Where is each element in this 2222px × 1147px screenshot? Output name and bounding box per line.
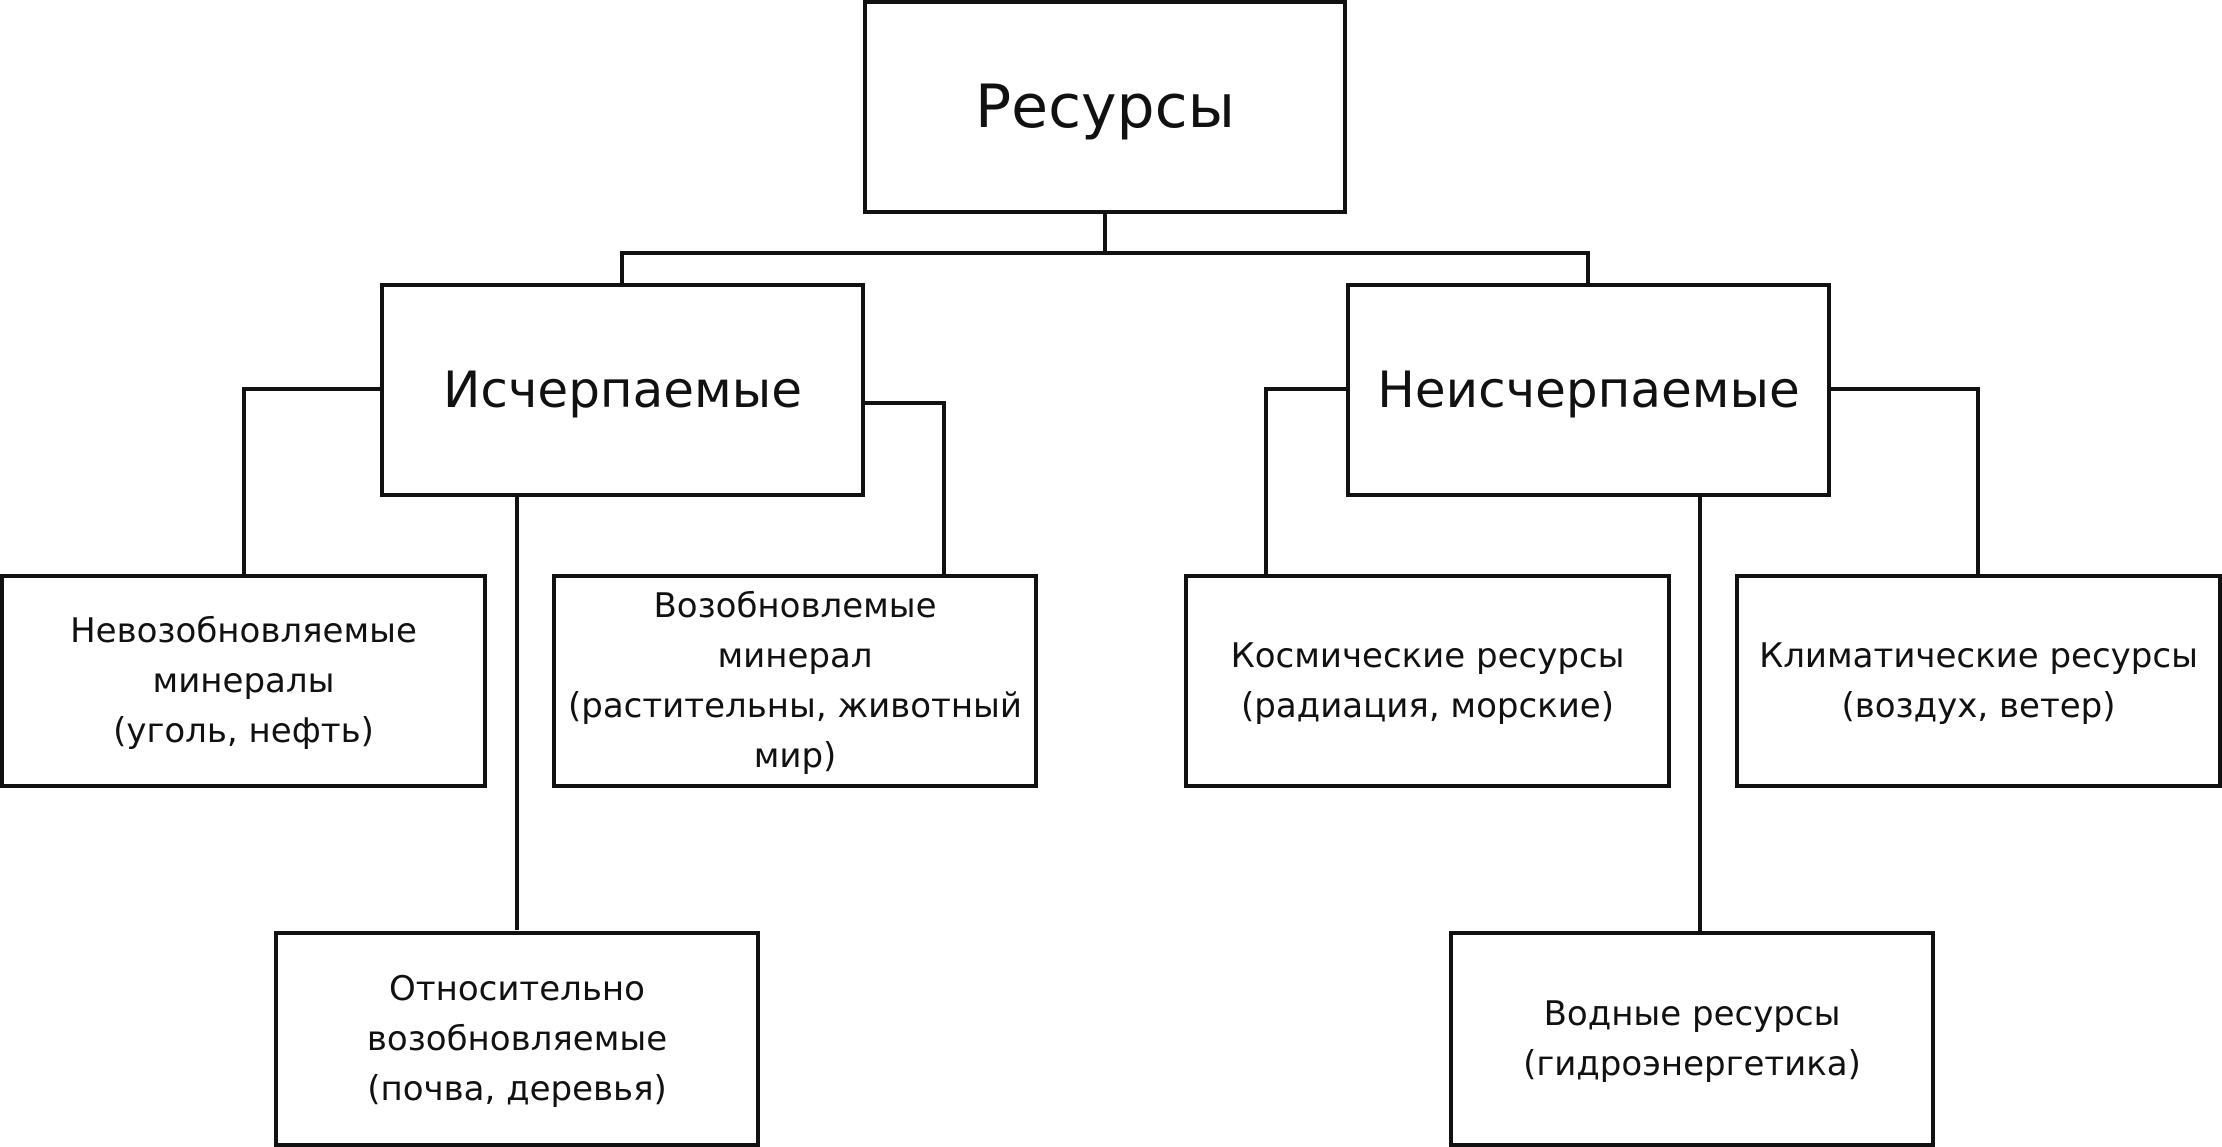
node-exhaustible: Исчерпаемые (380, 283, 865, 497)
node-text-line: минерал (717, 636, 873, 676)
node-exhaustible-text: Исчерпаемые (443, 361, 802, 419)
connector-exhaustible-to-nonrenewable (242, 387, 382, 576)
node-text-line: (воздух, ветер) (1841, 686, 2116, 726)
node-text-line: Космические ресурсы (1230, 636, 1625, 676)
node-text-line: (уголь, нефть) (113, 711, 374, 751)
node-text-line: Невозобновляемые (70, 611, 417, 651)
connector-exhaustible-to-renewable (863, 401, 946, 576)
node-space-resources: Космические ресурсы (радиация, морские) (1184, 574, 1671, 788)
node-nonrenewable-minerals: Невозобновляемые минералы (уголь, нефть) (0, 574, 487, 788)
node-inexhaustible: Неисчерпаемые (1346, 283, 1831, 497)
connector-inexhaustible-to-climate (1829, 387, 1980, 576)
node-text-line: (растительны, животный (567, 686, 1022, 726)
connector-root-to-exhaustible (620, 251, 1590, 285)
node-text-line: (радиация, морские) (1241, 686, 1614, 726)
node-resources: Ресурсы (863, 0, 1347, 214)
node-text-line: Возобновлемые (653, 586, 937, 626)
node-climate-resources: Климатические ресурсы (воздух, ветер) (1735, 574, 2222, 788)
connector-inexhaustible-to-space (1264, 387, 1348, 576)
node-resources-text: Ресурсы (974, 72, 1236, 142)
node-text-line: (гидроэнергетика) (1523, 1044, 1861, 1084)
node-text-line: Относительно (389, 969, 645, 1009)
node-text-line: Водные ресурсы (1543, 994, 1841, 1034)
node-inexhaustible-text: Неисчерпаемые (1377, 361, 1800, 419)
node-text-line: мир) (753, 736, 837, 776)
node-text-line: возобновляемые (366, 1019, 668, 1059)
node-relatively-renewable: Относительно возобновляемые (почва, дере… (274, 931, 760, 1147)
node-water-resources: Водные ресурсы (гидроэнергетика) (1449, 931, 1935, 1147)
node-text-line: (почва, деревья) (367, 1069, 667, 1109)
node-renewable-minerals: Возобновлемые минерал (растительны, живо… (552, 574, 1038, 788)
node-text-line: Климатические ресурсы (1759, 636, 2198, 676)
node-text-line: минералы (152, 661, 335, 701)
